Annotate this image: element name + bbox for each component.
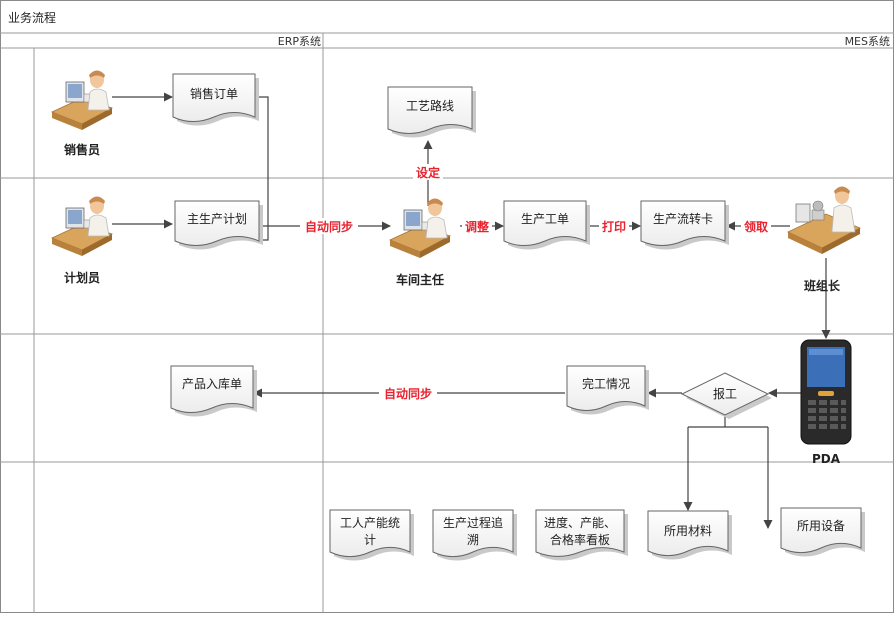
connectors (112, 92, 831, 529)
doc-work-order: 生产工单 (503, 200, 590, 250)
svg-text:报工: 报工 (713, 386, 737, 401)
flow-label-receive: 领取 (744, 219, 768, 234)
svg-text:所用材料: 所用材料 (664, 524, 712, 538)
page-title: 业务流程 (8, 10, 56, 25)
flow-label-set: 设定 (416, 165, 440, 180)
svg-text:工艺路线: 工艺路线 (406, 98, 454, 113)
pda-device-icon (800, 339, 852, 445)
svg-text:工人产能统: 工人产能统 (340, 516, 400, 530)
svg-text:主生产计划: 主生产计划 (187, 212, 247, 226)
svg-text:所用设备: 所用设备 (797, 519, 845, 533)
column-header-mes: MES系统 (845, 35, 890, 48)
workshop-director-label: 车间主任 (396, 272, 444, 287)
column-header-erp: ERP系统 (278, 35, 321, 48)
doc-route-card: 生产流转卡 (640, 200, 729, 250)
svg-text:计: 计 (364, 533, 376, 547)
doc-progress-dashboard: 进度、产能、 合格率看板 (535, 509, 628, 561)
team-leader-label: 班组长 (804, 278, 841, 293)
doc-worker-capacity-stats: 工人产能统 计 (329, 509, 414, 561)
svg-text:完工情况: 完工情况 (582, 376, 630, 391)
sales-person-label: 销售员 (64, 142, 100, 157)
doc-process-route: 工艺路线 (387, 86, 476, 138)
svg-text:生产流转卡: 生产流转卡 (653, 211, 713, 226)
flow-labels: 自动同步 设定 调整 打印 领取 自动同步 (300, 164, 771, 401)
doc-used-equipment: 所用设备 (780, 507, 865, 557)
sales-person-icon (50, 70, 114, 130)
flow-label-adjust: 调整 (465, 219, 489, 234)
pda-label: PDA (812, 452, 841, 466)
workshop-director-icon (388, 198, 452, 258)
svg-text:生产过程追: 生产过程追 (443, 515, 503, 530)
svg-text:生产工单: 生产工单 (521, 212, 569, 226)
planner-label: 计划员 (64, 270, 100, 285)
flow-label-auto-sync-2: 自动同步 (384, 386, 432, 401)
doc-product-storage-form: 产品入库单 (170, 365, 257, 417)
doc-sales-order: 销售订单 (172, 73, 259, 126)
doc-used-materials: 所用材料 (647, 510, 732, 560)
documents: 销售订单 主生产计划 工艺路线 生产工单 生产流转卡 产品入库单 (170, 73, 865, 561)
doc-master-production-plan: 主生产计划 (174, 200, 263, 250)
flow-label-print: 打印 (602, 219, 626, 234)
team-leader-icon (787, 186, 861, 254)
svg-text:产品入库单: 产品入库单 (182, 376, 242, 391)
svg-text:溯: 溯 (467, 532, 479, 547)
svg-text:进度、产能、: 进度、产能、 (544, 515, 616, 530)
planner-icon (50, 196, 114, 256)
doc-completion-status: 完工情况 (566, 365, 649, 415)
flow-label-auto-sync: 自动同步 (305, 219, 353, 234)
doc-process-traceability: 生产过程追 溯 (432, 509, 517, 561)
decision-report-work: 报工 (680, 372, 772, 419)
svg-text:合格率看板: 合格率看板 (550, 532, 610, 547)
svg-text:销售订单: 销售订单 (190, 86, 238, 101)
